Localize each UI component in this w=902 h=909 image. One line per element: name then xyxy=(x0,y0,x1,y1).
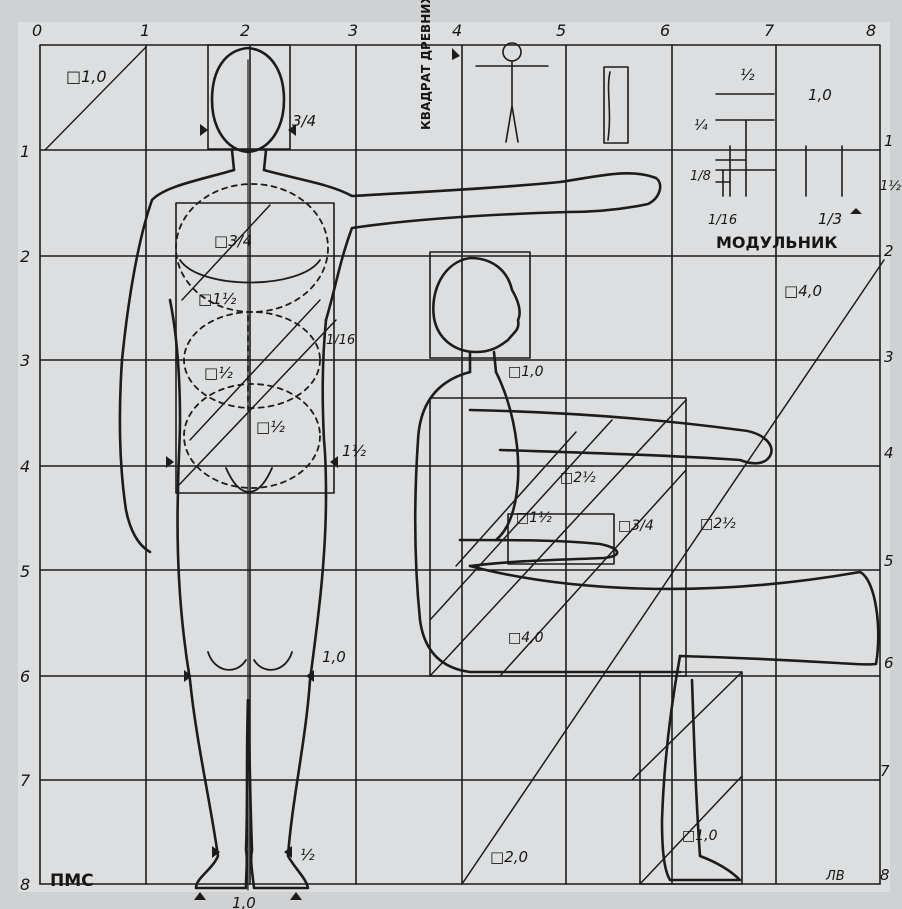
hip-width-label: 1½ xyxy=(342,442,367,460)
bottom-left-caption: ПМС xyxy=(50,871,94,891)
top-scale-6: 6 xyxy=(660,21,670,40)
right-scale-8: 8 xyxy=(880,866,890,884)
modulnik-one: 1,0 xyxy=(808,86,832,104)
shin-square-label: □1,0 xyxy=(682,828,718,844)
top-scale-0: 0 xyxy=(32,21,42,40)
pelvis-top-label: □½ xyxy=(204,364,233,382)
right-scale-6: 6 xyxy=(884,654,894,672)
right-scale-7: 7 xyxy=(880,762,890,780)
right-scale-2: 2 xyxy=(884,242,894,260)
top-scale-2: 2 xyxy=(240,21,250,40)
head-width-label: 3/4 xyxy=(292,112,316,130)
left-scale-4: 4 xyxy=(20,457,30,476)
pelvis-label: □½ xyxy=(256,418,285,436)
left-scale-6: 6 xyxy=(20,667,30,686)
right-scale-1-half: 1½ xyxy=(880,179,901,194)
modulnik-half: ½ xyxy=(740,66,755,84)
left-scale-8: 8 xyxy=(20,875,30,894)
seated-hand-label: □3/4 xyxy=(618,518,654,534)
knee-width-label: 1,0 xyxy=(322,648,346,666)
seated-head-label: □1,0 xyxy=(508,364,544,380)
right-scale-1: 1 xyxy=(884,132,894,150)
seated-forearm-label: □1½ xyxy=(516,510,552,526)
ancient-square-caption: КВАДРАТ ДРЕВНИХ xyxy=(419,0,433,130)
left-scale-2: 2 xyxy=(20,247,30,266)
signature: ЛВ xyxy=(825,869,845,884)
chest-label: □3/4 xyxy=(214,232,252,250)
modulnik-eighth: 1/8 xyxy=(690,169,711,184)
modulnik-title: МОДУЛЬНИК xyxy=(716,233,837,252)
ankle-width-label: ½ xyxy=(300,846,315,864)
top-scale-4: 4 xyxy=(452,21,462,40)
side-fraction-label: 1/16 xyxy=(326,333,355,348)
modulnik-sixteenth: 1/16 xyxy=(708,213,737,228)
right-scale-4: 4 xyxy=(884,444,894,462)
feet-width-label: 1,0 xyxy=(232,894,256,909)
top-scale-8: 8 xyxy=(866,21,876,40)
abdomen-label: □1½ xyxy=(198,290,237,308)
top-scale-3: 3 xyxy=(348,21,358,40)
modulnik-quarter: ¼ xyxy=(694,118,708,134)
left-scale-1: 1 xyxy=(20,142,30,161)
modulnik-third: 1/3 xyxy=(818,210,842,228)
left-scale-7: 7 xyxy=(20,771,31,790)
right-scale-3: 3 xyxy=(884,348,894,366)
unit-square-label: □1,0 xyxy=(66,67,107,86)
top-scale-7: 7 xyxy=(764,21,775,40)
top-scale-5: 5 xyxy=(556,21,566,40)
seated-seat-label: □4,0 xyxy=(508,630,544,646)
seated-torso-label: □2½ xyxy=(560,470,596,486)
right-scale-5: 5 xyxy=(884,552,894,570)
paper-sheet xyxy=(18,22,890,892)
large-diagonal-label: □4,0 xyxy=(784,282,822,300)
lower-diagonal-label: □2,0 xyxy=(490,848,528,866)
left-scale-5: 5 xyxy=(20,562,30,581)
left-scale-3: 3 xyxy=(20,351,30,370)
top-scale-1: 1 xyxy=(140,21,150,40)
seated-outer-label: □2½ xyxy=(700,516,736,532)
